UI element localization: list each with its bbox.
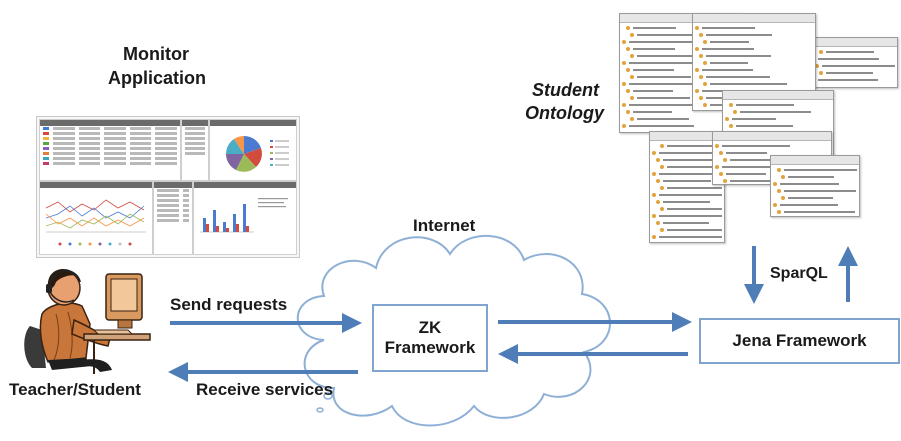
ontology-tree-node [695,52,813,59]
ontology-tree-node [715,163,829,170]
ontology-tree-node [622,52,735,59]
zk-framework-box: ZK Framework [372,304,488,372]
ontology-tree-node [773,187,857,194]
ontology-tree-node [652,233,722,240]
ontology-window-titlebar [809,38,897,47]
ontology-tree-node [652,163,722,170]
ontology-tree-node [622,31,735,38]
ontology-tree-node [773,173,857,180]
ontology-tree-node [695,38,813,45]
ontology-tree-node [652,177,722,184]
ontology-tree-node [773,180,857,187]
ontology-window-titlebar [723,91,833,100]
teacher-student-label: Teacher/Student [9,380,141,399]
ontology-tree-node [652,184,722,191]
line-chart-thumbnail [45,199,146,246]
zk-framework-label-line1: ZK [418,318,442,337]
ontology-tree-node [622,59,735,66]
ontology-tree-node [652,205,722,212]
ontology-tree-node [811,48,895,55]
person-at-computer-icon [24,269,151,374]
bar-chart-thumbnail [200,198,288,233]
jena-framework-box: Jena Framework [699,318,900,364]
ontology-tree-node [773,201,857,208]
ontology-tree-node [715,142,829,149]
ontology-tree-node [695,73,813,80]
ontology-tree-node [811,62,895,69]
ontology-tree-node [622,101,735,108]
ontology-tree-node [811,69,895,76]
ontology-tree-node [695,59,813,66]
ontology-tree-node [622,122,735,129]
ontology-tree-node [652,142,722,149]
ontology-tree-node [695,24,813,31]
ontology-window-titlebar [650,132,724,141]
ontology-tree-node [695,66,813,73]
ontology-tree-node [622,38,735,45]
ontology-tree-node [725,108,831,115]
monitor-application-screenshot [36,116,300,258]
jena-framework-label: Jena Framework [732,331,867,350]
ontology-tree-node [715,149,829,156]
ontology-window-profile [770,155,860,217]
receive-services-label: Receive services [196,380,334,399]
student-ontology-line1: Student [532,80,599,100]
monitor-title-line1: Monitor [123,44,189,64]
monitor-line-panel [39,181,153,255]
ontology-window-titlebar [620,14,737,23]
ontology-tree-node [773,194,857,201]
ontology-tree-node [773,208,857,215]
ontology-tree-node [715,170,829,177]
ontology-tree-node [652,219,722,226]
monitor-title-line2: Application [108,68,206,88]
ontology-tree-node [725,115,831,122]
sparql-label: SparQL [770,265,828,282]
ontology-tree-node [652,191,722,198]
ontology-tree-node [695,80,813,87]
zk-framework-label-line2: Framework [384,338,476,357]
monitor-pie-panel [209,119,297,181]
ontology-tree-node [652,226,722,233]
pie-chart-thumbnail [225,135,289,172]
ontology-tree-node [725,122,831,129]
monitor-small-table [181,119,209,181]
ontology-tree-node [652,149,722,156]
monitor-bar-panel [193,181,297,255]
ontology-tree-node [695,31,813,38]
ontology-tree-node [622,108,735,115]
ontology-tree-node [652,170,722,177]
ontology-tree-node [715,177,829,184]
internet-label: Internet [413,216,476,235]
ontology-tree-node [652,156,722,163]
ontology-tree-node [773,166,857,173]
ontology-tree-node [622,87,735,94]
ontology-tree-node [622,115,735,122]
ontology-window-trace [808,37,898,88]
send-requests-label: Send requests [170,295,288,314]
ontology-tree-node [622,66,735,73]
ontology-tree-node [622,45,735,52]
monitor-table-panel [39,119,181,181]
ontology-tree-node [695,45,813,52]
ontology-window-titlebar [693,14,815,23]
ontology-window-titlebar [771,156,859,165]
ontology-tree-node [622,24,735,31]
monitor-list-panel [153,181,193,255]
ontology-tree-node [652,198,722,205]
ontology-tree-node [622,94,735,101]
ontology-tree-node [622,80,735,87]
ontology-tree-node [725,101,831,108]
ontology-tree-node [622,73,735,80]
ontology-tree-node [652,212,722,219]
ontology-window-titlebar [713,132,831,141]
student-ontology-line2: Ontology [525,103,604,123]
ontology-tree-node [715,156,829,163]
